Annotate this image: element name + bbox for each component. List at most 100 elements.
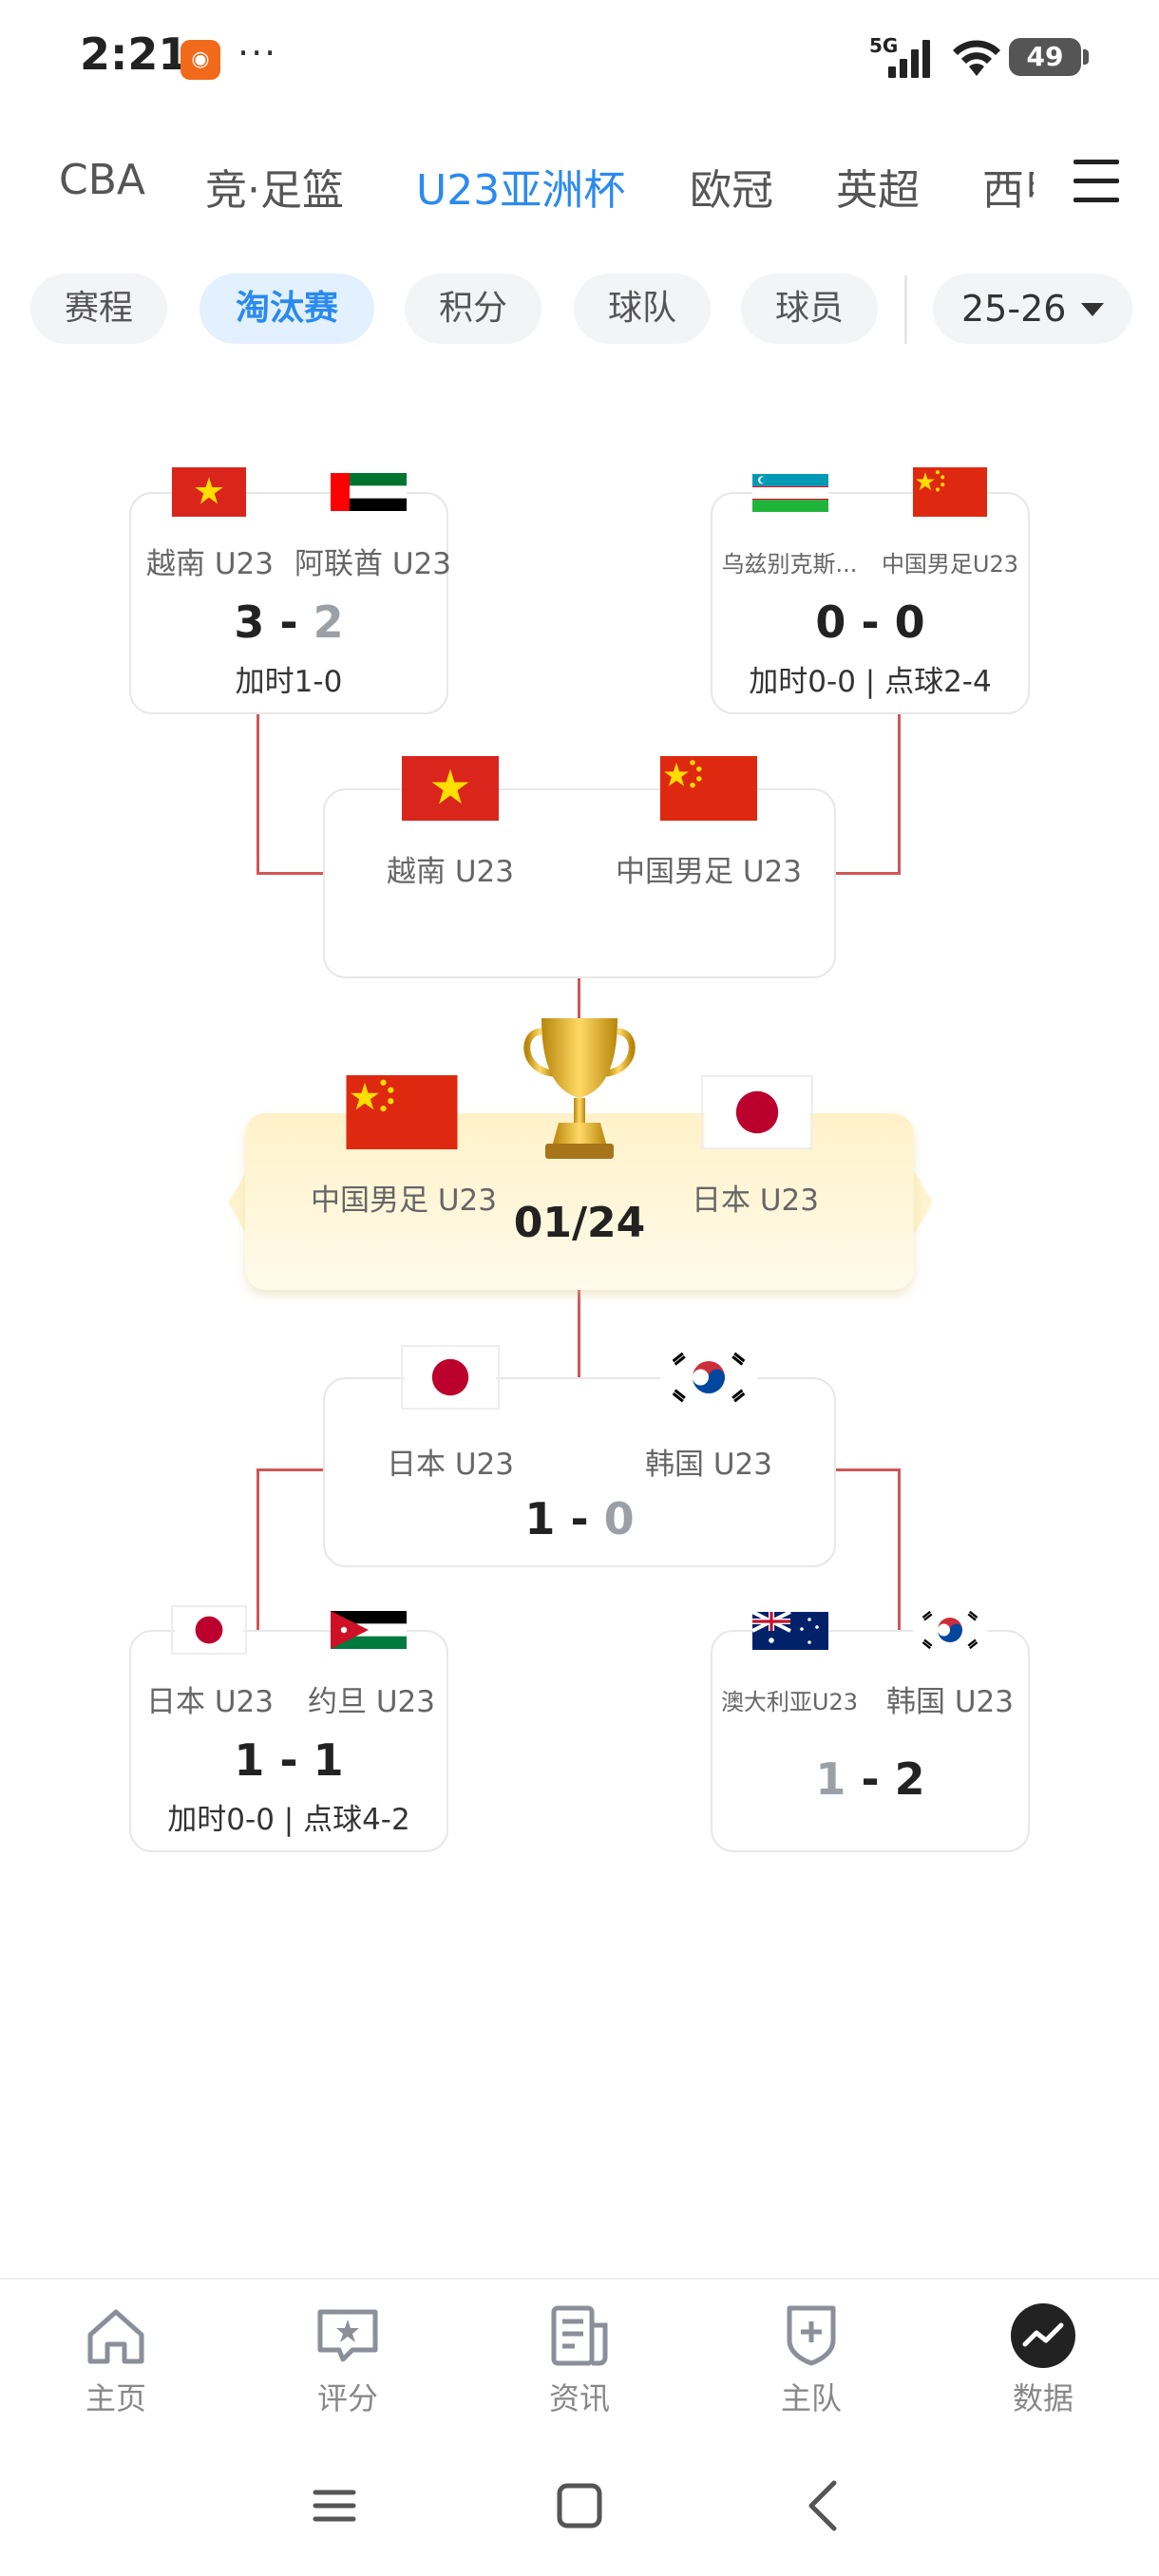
qf2-away-score: 0 (894, 597, 925, 648)
match-card-qf1[interactable] (129, 492, 448, 714)
bracket-line (256, 1468, 259, 1632)
bracket-line (256, 714, 259, 874)
news-icon (546, 2302, 613, 2369)
bracket-line (578, 1288, 580, 1377)
qf3-away-team: 约旦 U23 (308, 1685, 435, 1719)
bracket-line (898, 1468, 901, 1632)
home-icon (83, 2302, 149, 2369)
uae-flag-icon (331, 467, 407, 517)
subtab-schedule[interactable]: 赛程 (30, 274, 167, 344)
data-chart-icon (1010, 2302, 1076, 2369)
nav-label: 资讯 (548, 2380, 610, 2416)
qf3-home-score: 1 (234, 1734, 265, 1786)
qf2-score: 0 - 0 (815, 597, 925, 648)
qf4-score: 1 - 2 (815, 1753, 925, 1805)
nav-home[interactable]: 主页 (49, 2289, 182, 2432)
qf2-home-score: 0 (815, 597, 846, 648)
nav-label: 主队 (780, 2380, 842, 2416)
match-card-qf2[interactable] (711, 492, 1030, 714)
uzbekistan-flag-icon (752, 471, 828, 515)
final-notch (228, 1170, 247, 1235)
japan-flag-icon (701, 1075, 813, 1149)
china-flag-icon (912, 467, 988, 517)
recents-icon[interactable] (312, 2483, 357, 2532)
nav-home-team[interactable]: 主队 (745, 2289, 878, 2432)
nav-rating[interactable]: 评分 (281, 2289, 414, 2432)
sf2-home-team: 日本 U23 (387, 1448, 514, 1482)
wifi-icon (950, 36, 1003, 82)
sf2-home-score: 1 (524, 1493, 556, 1544)
nav-label: 评分 (316, 2380, 378, 2416)
season-selector[interactable]: 25-26 (933, 274, 1132, 344)
menu-icon[interactable] (1074, 160, 1121, 203)
qf2-home-team: 乌兹别克斯... (721, 551, 858, 578)
qf3-note: 加时0-0 | 点球4-2 (167, 1803, 410, 1837)
qf2-away-team: 中国男足U23 (881, 551, 1019, 578)
league-tab-ucl[interactable]: 欧冠 (690, 166, 773, 215)
jordan-flag-icon (331, 1605, 407, 1655)
battery-icon: 49 (1009, 38, 1089, 76)
match-card-qf3[interactable] (129, 1630, 448, 1852)
bracket-line (898, 714, 901, 874)
korea-flag-icon (659, 1345, 758, 1410)
nav-news[interactable]: 资讯 (513, 2289, 646, 2432)
qf4-away-score: 2 (894, 1753, 925, 1805)
rating-icon (314, 2302, 381, 2369)
league-tab-laliga-clip[interactable]: 西甲 (982, 152, 1034, 218)
qf1-note: 加时1-0 (235, 665, 343, 699)
signal-icon (888, 36, 936, 78)
season-label: 25-26 (961, 288, 1067, 330)
nav-divider (0, 2278, 1159, 2280)
sf2-away-score: 0 (603, 1493, 635, 1544)
australia-flag-icon (752, 1609, 828, 1653)
china-flag-icon (659, 756, 758, 821)
nav-data[interactable]: 数据 (977, 2289, 1110, 2432)
qf4-home-team: 澳大利亚U23 (720, 1689, 859, 1715)
qf4-home-score: 1 (815, 1753, 846, 1805)
sf2-away-team: 韩国 U23 (645, 1448, 772, 1482)
subtab-divider (904, 275, 907, 344)
final-home-team: 中国男足 U23 (311, 1184, 497, 1218)
caret-down-icon (1081, 303, 1104, 316)
qf2-note: 加时0-0 | 点球2-4 (749, 665, 992, 699)
bracket-line (256, 1468, 323, 1471)
subtab-teams[interactable]: 球队 (574, 274, 711, 344)
qf3-away-score: 1 (313, 1734, 344, 1786)
nav-label: 主页 (85, 2380, 146, 2416)
league-tab-laliga[interactable]: 西甲 (982, 166, 1034, 215)
league-tab-u23-asian-cup[interactable]: U23亚洲杯 (416, 166, 626, 215)
subtab-standings[interactable]: 积分 (405, 274, 542, 344)
qf1-away-team: 阿联酋 U23 (294, 547, 451, 581)
qf1-home-score: 3 (234, 597, 265, 648)
sf1-home-team: 越南 U23 (387, 855, 514, 889)
korea-flag-icon (912, 1605, 988, 1655)
sf2-score: 1 - 0 (524, 1493, 635, 1544)
status-time: 2:21 (80, 28, 189, 80)
japan-flag-icon (171, 1605, 247, 1655)
team-shield-icon (778, 2302, 845, 2369)
sf1-away-team: 中国男足 U23 (616, 855, 802, 889)
vietnam-flag-icon (171, 467, 247, 517)
subtab-players[interactable]: 球员 (741, 274, 878, 344)
back-icon[interactable] (804, 2477, 842, 2538)
league-tab-lottery[interactable]: 竞·足篮 (205, 166, 344, 215)
trophy-icon (521, 1011, 638, 1166)
match-card-qf4[interactable] (711, 1630, 1030, 1852)
qf1-away-score: 2 (313, 597, 344, 648)
qf3-score: 1 - 1 (234, 1734, 344, 1786)
network-type: 5G (869, 34, 899, 57)
qf1-score: 3 - 2 (234, 597, 344, 648)
bracket-line (578, 978, 580, 1022)
vietnam-flag-icon (401, 756, 500, 821)
china-flag-icon (346, 1075, 458, 1149)
japan-flag-icon (401, 1345, 500, 1410)
fox-app-icon: ◉ (180, 40, 220, 80)
league-tab-epl[interactable]: 英超 (836, 166, 920, 215)
subtab-knockout[interactable]: 淘汰赛 (200, 274, 374, 344)
qf1-home-team: 越南 U23 (146, 547, 274, 581)
nav-label: 数据 (1012, 2380, 1074, 2416)
status-more: ··· (238, 32, 278, 74)
league-tab-cba[interactable]: CBA (59, 156, 146, 204)
home-square-icon[interactable] (555, 2481, 604, 2534)
